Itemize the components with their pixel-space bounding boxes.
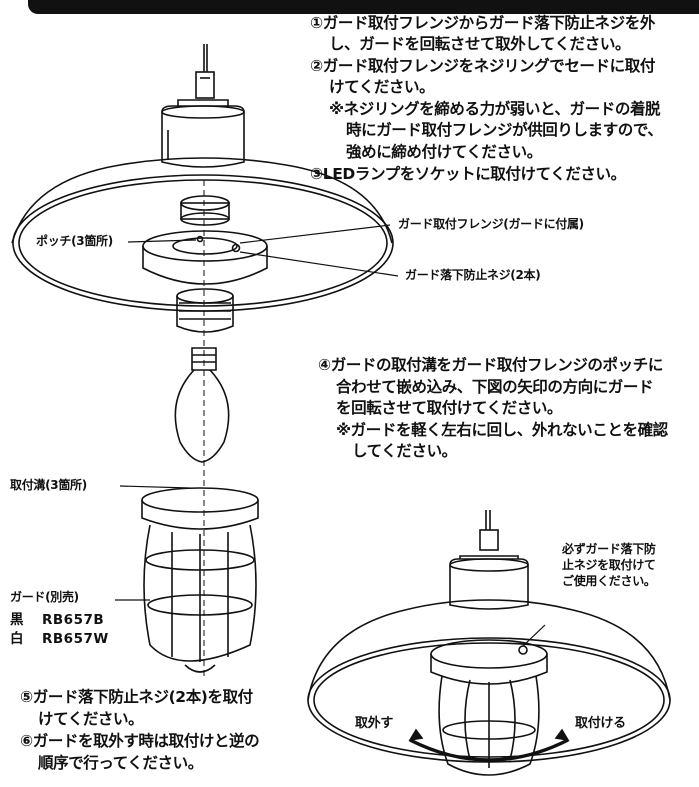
exploded-lamp-diagram — [11, 44, 394, 680]
step4-note2: してください。 — [352, 442, 457, 460]
step3-line1: ③LEDランプをソケットに取付けてください。 — [310, 165, 626, 183]
label-black: 黒 — [10, 612, 24, 628]
step6-line2: 順序で行ってください。 — [38, 754, 203, 772]
warning-line2: 止ネジを取付けて — [562, 558, 656, 572]
step2-note3: 強めに締め付けてください。 — [346, 143, 542, 161]
label-screw: ガード落下防止ネジ(2本) — [405, 268, 541, 282]
step6-line1: ⑥ガードを取外す時は取付けと逆の — [20, 732, 260, 750]
step2-line2: けてください。 — [329, 78, 435, 96]
step4-line1: ④ガードの取付溝をガード取付フレンジのポッチに — [318, 356, 663, 374]
step4-line2: 合わせて嵌め込み、下図の矢印の方向にガード — [336, 378, 654, 396]
label-remove: 取外す — [355, 716, 394, 731]
step1-line2: し、ガードを回転させて取外してください。 — [329, 35, 631, 53]
model-black: RB657B — [42, 612, 105, 628]
label-groove: 取付溝(3箇所) — [10, 478, 87, 492]
model-white: RB657W — [42, 631, 109, 647]
warning-line1: 必ずガード落下防 — [562, 542, 656, 556]
label-guard: ガード(別売) — [10, 590, 79, 604]
label-pocchi: ポッチ(3箇所) — [36, 234, 113, 249]
label-attach: 取付ける — [575, 716, 626, 731]
header-bar — [28, 0, 699, 14]
step4-line3: を回転させて取付けてください。 — [336, 399, 563, 417]
step4-note1: ※ガードを軽く左右に回し、外れないことを確認 — [336, 421, 668, 439]
step5-line2: けてください。 — [38, 710, 144, 728]
step2-note1: ※ネジリングを締める力が弱いと、ガードの着脱 — [329, 100, 661, 118]
label-flange: ガード取付フレンジ(ガードに付属) — [398, 217, 584, 231]
step2-line1: ②ガード取付フレンジをネジリングでセードに取付 — [310, 57, 655, 75]
label-white: 白 — [10, 631, 24, 647]
step2-note2: 時にガード取付フレンジが供回りしますので、 — [346, 121, 663, 139]
assembled-lamp-diagram — [307, 510, 671, 776]
warning-line3: ご使用ください。 — [562, 574, 656, 588]
step5-line1: ⑤ガード落下防止ネジ(2本)を取付 — [20, 688, 253, 706]
step1-line1: ①ガード取付フレンジからガード落下防止ネジを外 — [310, 14, 655, 32]
